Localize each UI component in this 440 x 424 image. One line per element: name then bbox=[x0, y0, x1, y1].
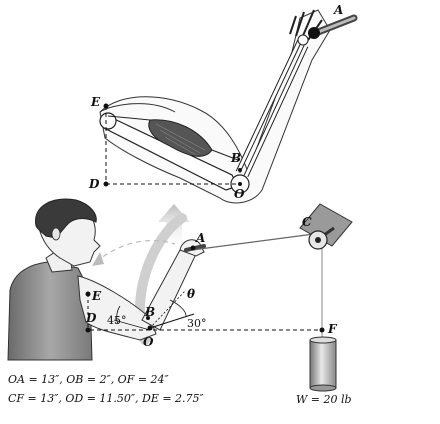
point-d-upper bbox=[103, 181, 109, 187]
label-o-upper: O bbox=[234, 187, 245, 201]
label-b-upper: B bbox=[230, 151, 241, 165]
label-e-lower: E bbox=[91, 289, 102, 303]
point-e-upper bbox=[103, 103, 109, 109]
person-illustration bbox=[7, 198, 206, 361]
label-b-lower: B bbox=[144, 305, 155, 319]
label-a-lower: A bbox=[195, 231, 205, 245]
upper-arm-skeleton bbox=[99, 9, 358, 204]
dashed-arc bbox=[95, 239, 176, 263]
point-e-lower bbox=[85, 291, 91, 297]
angle-label-45: 45° bbox=[107, 314, 127, 327]
point-o-upper bbox=[238, 182, 242, 186]
pulley bbox=[299, 203, 353, 250]
label-e-upper: E bbox=[90, 95, 101, 109]
point-b-lower bbox=[146, 316, 150, 320]
point-d-lower bbox=[85, 327, 91, 333]
point-b-upper bbox=[238, 168, 242, 172]
weight-label: W = 20 lb bbox=[296, 393, 352, 406]
upper-construction-lines bbox=[103, 103, 242, 187]
point-a-lower bbox=[190, 245, 196, 251]
angle-label-30: 30° bbox=[187, 317, 207, 330]
label-theta: θ bbox=[187, 287, 195, 301]
given-dimensions-line-1: OA = 13″, OB = 2″, OF = 24″ bbox=[8, 373, 169, 386]
dashed-arc-arrowhead bbox=[92, 252, 104, 266]
given-dimensions-line-2: CF = 13″, OD = 11.50″, DE = 2.75″ bbox=[8, 392, 204, 405]
label-d-upper: D bbox=[88, 177, 100, 191]
lower-construction-lines bbox=[85, 233, 325, 340]
label-c: C bbox=[302, 215, 312, 229]
label-d-lower: D bbox=[85, 311, 97, 325]
label-a-upper: A bbox=[333, 3, 343, 17]
weight-cylinder bbox=[309, 336, 337, 392]
point-f bbox=[319, 327, 325, 333]
label-o-lower: O bbox=[143, 335, 154, 349]
point-o-lower bbox=[147, 325, 153, 331]
label-f: F bbox=[327, 322, 338, 336]
